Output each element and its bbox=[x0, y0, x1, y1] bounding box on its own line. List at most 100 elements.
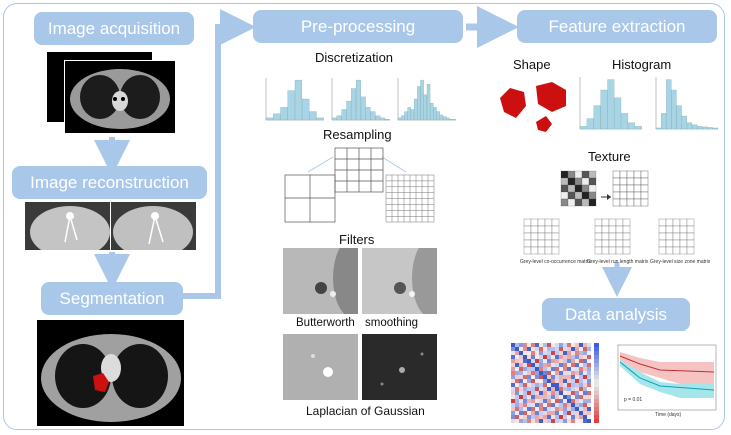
glrlm-caption: Grey-level run length matrix bbox=[587, 259, 649, 265]
discretization-label: Discretization bbox=[315, 50, 394, 65]
hist-bar bbox=[370, 111, 376, 121]
hist-bar bbox=[671, 89, 677, 130]
hist-bar bbox=[697, 126, 703, 130]
hist-bar bbox=[401, 115, 405, 121]
hist-bar bbox=[331, 117, 337, 121]
hist-bar bbox=[607, 79, 615, 130]
hist-bar bbox=[410, 109, 415, 121]
hist-bar bbox=[614, 97, 622, 130]
recon-image-left bbox=[25, 202, 110, 250]
glszm-caption: Grey-level size zone matrix bbox=[650, 259, 711, 265]
arrow-seg-to-preproc bbox=[183, 9, 256, 299]
hist-bar bbox=[346, 100, 352, 121]
image-reconstruction-box: Image reconstruction bbox=[12, 166, 207, 199]
hist-bar bbox=[294, 79, 303, 121]
smoothing-label: smoothing bbox=[365, 317, 419, 329]
hist-bar bbox=[417, 86, 421, 121]
image-acquisition-box: Image acquisition bbox=[34, 12, 194, 45]
hist-bar bbox=[397, 117, 402, 121]
hist-bar bbox=[442, 116, 447, 121]
hist-bar bbox=[287, 90, 295, 121]
hist-bar bbox=[280, 107, 288, 121]
hist-bar bbox=[426, 84, 431, 121]
hist-bar bbox=[600, 89, 608, 130]
grid-fine bbox=[385, 174, 435, 223]
data-analysis-box: Data analysis bbox=[542, 298, 690, 331]
hist-bar bbox=[360, 96, 366, 121]
shape-label: Shape bbox=[513, 57, 551, 72]
texture-label: Texture bbox=[588, 149, 631, 164]
hist-bar bbox=[309, 111, 317, 121]
hist-bar bbox=[385, 119, 390, 121]
hist-bar bbox=[420, 79, 424, 121]
survival-x-axis-label: Time (days) bbox=[655, 412, 682, 418]
hist-bar bbox=[634, 126, 642, 130]
grid-medium bbox=[334, 147, 384, 193]
hist-bar bbox=[707, 127, 713, 130]
hist-bar bbox=[692, 124, 698, 130]
histogram-label: Histogram bbox=[612, 57, 672, 72]
grid-coarse bbox=[284, 174, 336, 223]
hist-bar bbox=[621, 113, 629, 130]
glcm-caption: Grey-level co-occurrence matrix bbox=[520, 259, 591, 265]
hist-bar bbox=[436, 111, 440, 121]
hist-bar bbox=[356, 79, 361, 121]
resampling-label: Resampling bbox=[323, 127, 392, 142]
hist-bar bbox=[686, 122, 693, 130]
tumor-segmentation-mask bbox=[93, 373, 109, 392]
hist-bar bbox=[351, 88, 357, 121]
ct-scan-front bbox=[64, 60, 176, 134]
filter-log-image-2 bbox=[362, 334, 437, 400]
hist-bar bbox=[702, 126, 708, 130]
hist-bar bbox=[676, 105, 682, 130]
hist-bar bbox=[407, 107, 411, 121]
hist-bar bbox=[273, 113, 281, 121]
hist-bar bbox=[380, 117, 386, 121]
figure-frame bbox=[3, 3, 725, 430]
hist-bar bbox=[265, 117, 274, 121]
recon-image-right bbox=[111, 202, 196, 250]
hist-bar bbox=[452, 119, 456, 121]
p-value-label: p = 0.01 bbox=[624, 397, 643, 403]
hist-bar bbox=[655, 127, 662, 130]
filter-log-image-1 bbox=[283, 334, 358, 400]
filter-smoothing-image bbox=[362, 248, 437, 314]
hist-bar bbox=[341, 109, 347, 121]
segmentation-box: Segmentation bbox=[41, 282, 183, 315]
hist-bar bbox=[375, 115, 381, 121]
hist-bar bbox=[413, 98, 418, 121]
arrow-resample-left bbox=[307, 156, 334, 173]
hist-bar bbox=[365, 107, 371, 121]
hist-bar bbox=[628, 122, 635, 130]
hist-bar bbox=[712, 127, 718, 130]
hist-bar bbox=[433, 107, 437, 121]
hist-bar bbox=[439, 114, 444, 121]
arrow-resample-right bbox=[381, 156, 407, 173]
hist-bar bbox=[449, 119, 453, 121]
hist-bar bbox=[661, 113, 667, 130]
hist-bar bbox=[579, 126, 587, 130]
hist-bar bbox=[404, 111, 408, 121]
hist-bar bbox=[336, 115, 342, 121]
filters-label: Filters bbox=[339, 232, 375, 247]
filter-butterworth-image bbox=[283, 248, 358, 314]
hist-bar bbox=[593, 105, 601, 130]
hist-bar bbox=[316, 117, 324, 121]
pre-processing-box: Pre-processing bbox=[253, 10, 463, 43]
butterworth-label: Butterworth bbox=[296, 317, 355, 329]
hist-bar bbox=[430, 103, 434, 121]
hist-bar bbox=[586, 118, 594, 130]
segmentation-ct-image bbox=[37, 320, 184, 426]
hist-bar bbox=[681, 115, 687, 130]
hist-bar bbox=[446, 117, 450, 121]
feature-extraction-box: Feature extraction bbox=[517, 10, 717, 43]
log-label: Laplacian of Gaussian bbox=[306, 404, 425, 418]
hist-bar bbox=[666, 79, 672, 130]
